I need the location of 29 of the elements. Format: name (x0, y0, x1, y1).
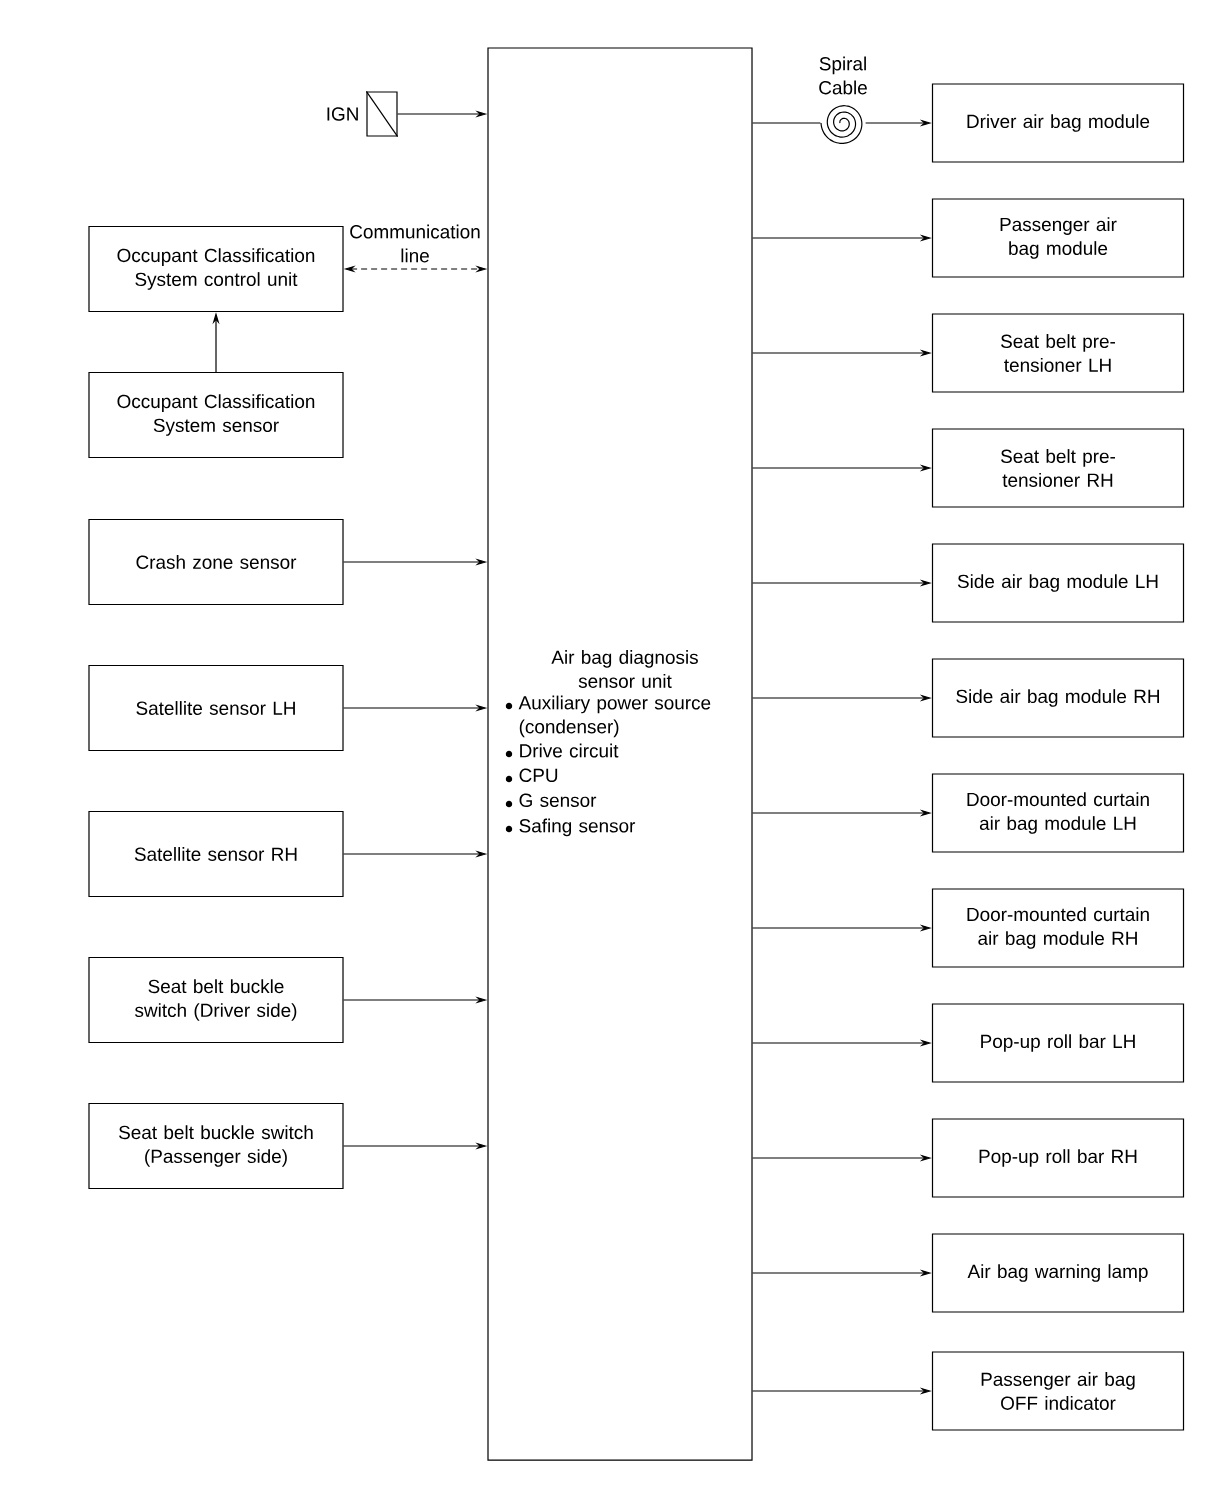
output-box: Pop-up roll bar LH (931, 1003, 1185, 1083)
output-box: Passenger air bag module (931, 198, 1185, 278)
output-box: Driver air bag module (931, 83, 1185, 163)
bullet-text: Auxiliary power source (condenser) (518, 695, 711, 738)
bullet-text: Safing sensor (519, 818, 636, 837)
input-box: Satellite sensor LH (88, 664, 344, 752)
bullet-text: G sensor (519, 793, 597, 807)
input-box: Satellite sensor RH (88, 810, 344, 898)
edge-label: Communication line (350, 224, 480, 263)
output-box: Passenger air bag OFF indicator (931, 1351, 1185, 1431)
switch-label: IGN (327, 107, 358, 121)
bullet-text: Drive circuit (520, 743, 619, 758)
output-box: Door-mounted curtain air bag module RH (931, 888, 1185, 968)
output-box: Side air bag module RH (931, 658, 1185, 738)
input-box: Crash zone sensor (88, 518, 344, 606)
output-box: Door-mounted curtain air bag module LH (931, 773, 1185, 853)
spiral-cable-symbol (820, 105, 863, 145)
output-box: Seat belt pre-tensioner RH (931, 428, 1185, 508)
input-box: Seat belt buckle switch (Driver side) (88, 956, 344, 1044)
input-box: Occupant Classification System sensor (88, 371, 344, 459)
bullet-text: CPU (519, 768, 558, 782)
output-box: Air bag warning lamp (931, 1233, 1185, 1313)
input-box: Seat belt buckle switch (Passenger side) (88, 1102, 344, 1190)
input-box: Occupant Classification System control unit (88, 225, 344, 313)
output-box: Pop-up roll bar RH (931, 1118, 1185, 1198)
cable-label: Spiral Cable (819, 56, 867, 95)
output-box: Seat belt pre-tensioner LH (931, 313, 1185, 393)
output-box: Side air bag module LH (931, 543, 1185, 623)
switch-symbol (365, 90, 399, 138)
